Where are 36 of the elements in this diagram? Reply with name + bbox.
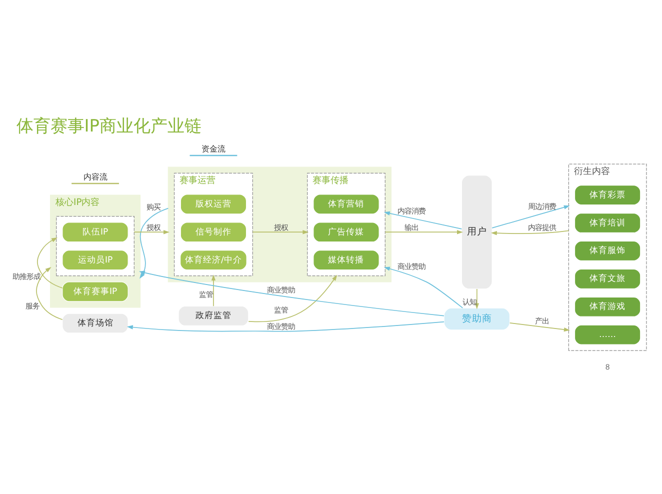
node-box: 队伍IP	[62, 222, 128, 242]
node-box: 用户	[460, 174, 492, 290]
node-box: 媒体转播	[312, 250, 379, 270]
node-box: 体育经济/中介	[180, 250, 246, 270]
node-box: 体育培训	[574, 212, 640, 234]
arrow	[138, 270, 444, 316]
arrow	[133, 230, 169, 234]
arrow	[248, 274, 337, 322]
cluster	[56, 216, 134, 276]
node-box: 赞助商	[443, 308, 510, 330]
node-box: 体育彩票	[574, 185, 640, 206]
arrow	[384, 230, 462, 234]
node-box: 体育服饰	[574, 240, 640, 261]
arrow	[139, 208, 168, 279]
arrow	[490, 230, 569, 236]
arrow	[210, 274, 216, 307]
node-box: 版权运营	[180, 194, 246, 214]
arrow	[252, 230, 308, 234]
arrow	[36, 238, 62, 288]
node-box: 信号制作	[180, 222, 246, 242]
arrow	[36, 267, 62, 320]
node-box: 政府监管	[178, 306, 248, 326]
node-box: 体育场馆	[62, 313, 128, 334]
node-box: 体育赛事IP	[62, 282, 128, 302]
node-box: 运动员IP	[62, 250, 128, 270]
node-box: 广告传媒	[312, 222, 379, 242]
arrow	[383, 211, 462, 230]
node-box: ……	[574, 324, 640, 345]
node-box: 体育营销	[312, 194, 379, 214]
arrow	[383, 266, 463, 308]
node-box: 体育游戏	[574, 296, 640, 317]
arrow	[126, 321, 444, 332]
arrow	[491, 205, 570, 228]
diagram-title: 体育赛事IP商业化产业链	[16, 116, 202, 136]
arrow	[508, 322, 570, 332]
node-box: 体育文旅	[574, 268, 640, 289]
